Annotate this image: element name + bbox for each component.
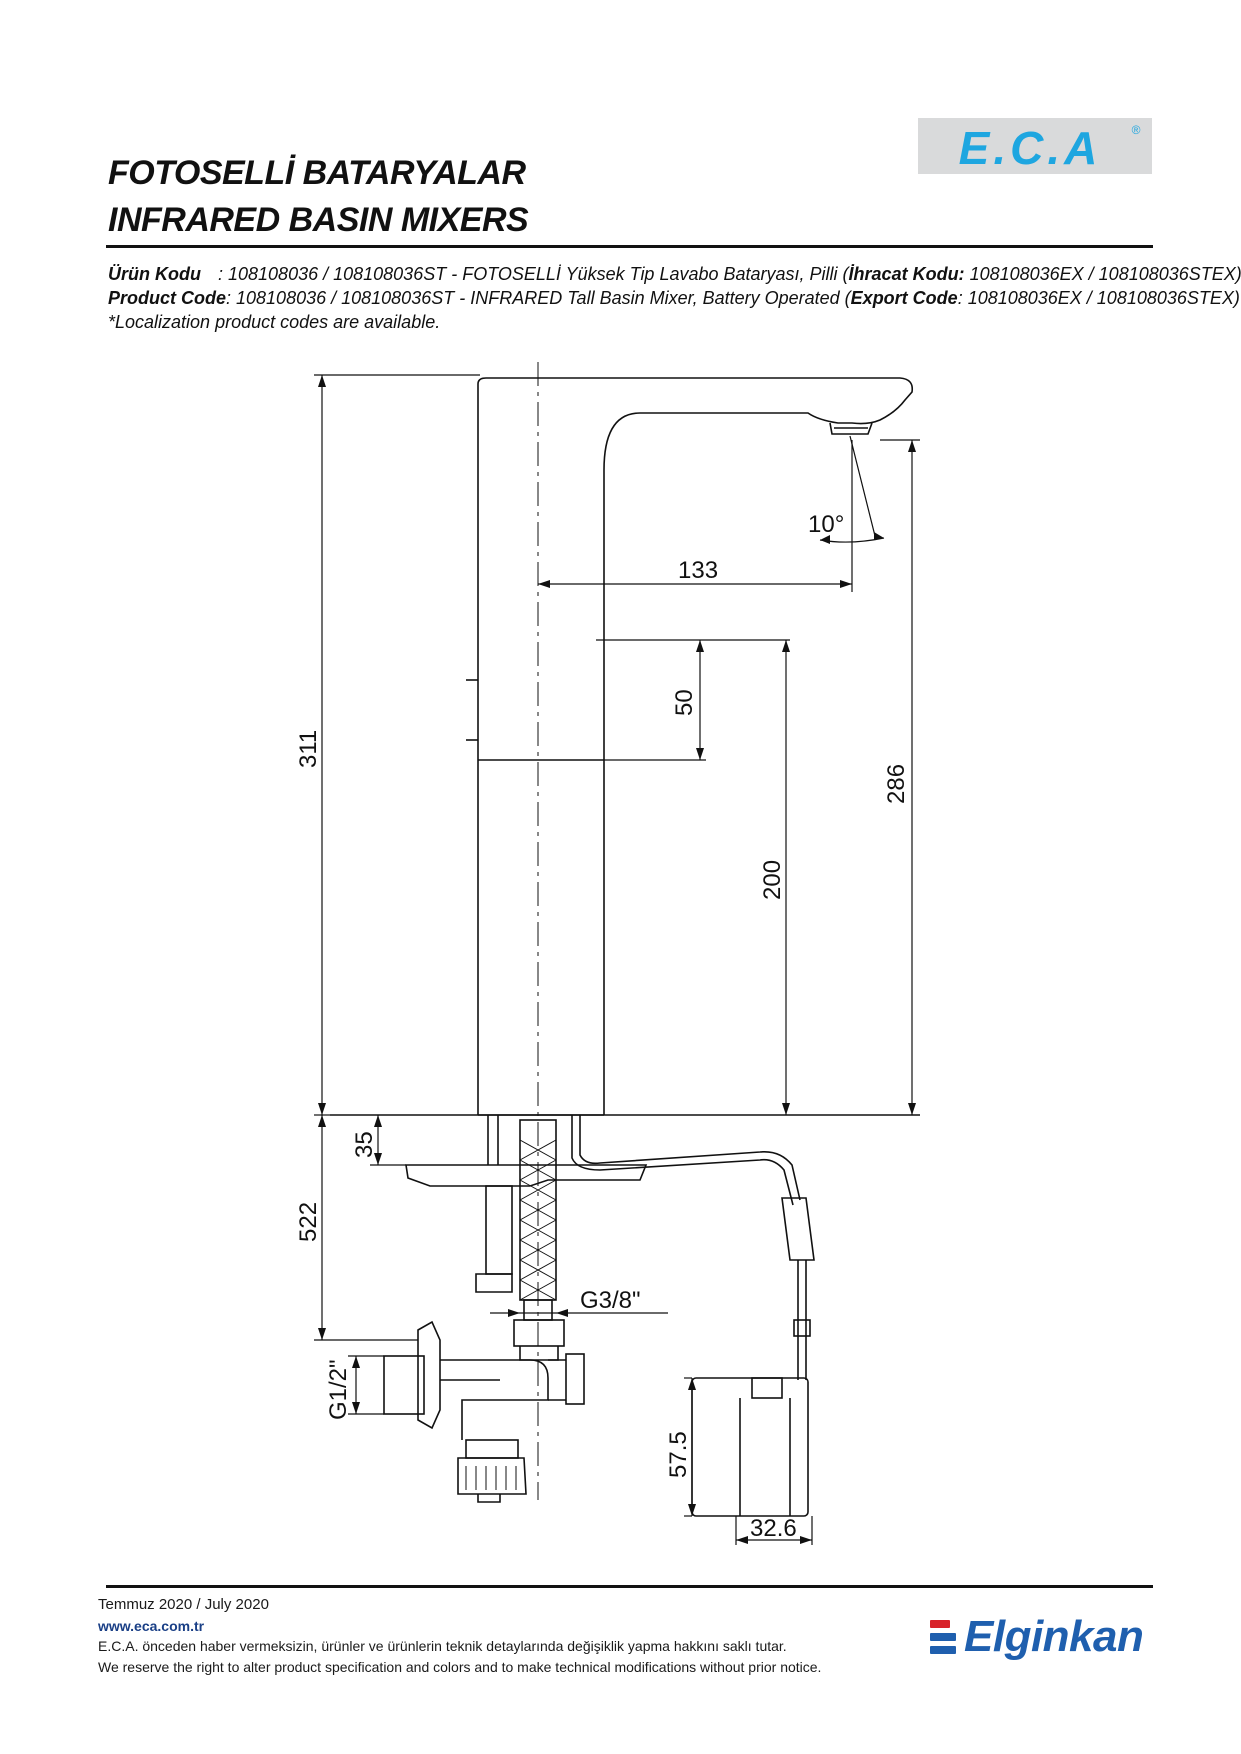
eca-logo-graphic: E.C.A ® xyxy=(959,122,1141,174)
export-code-text-en: : 108108036EX / 108108036STEX) xyxy=(957,288,1240,308)
product-code-text-en: : 108108036 / 108108036ST - INFRARED Tal… xyxy=(226,288,851,308)
dim-sensor-gap: 50 xyxy=(671,689,698,716)
dimension-arrows xyxy=(318,375,916,1544)
eca-logo-text: E.C.A xyxy=(959,122,1102,174)
angle-valve xyxy=(417,1320,441,1430)
title-turkish: FOTOSELLİ BATARYALAR xyxy=(108,154,526,192)
dim-spout-height: 286 xyxy=(883,764,910,804)
footer-divider xyxy=(106,1585,1153,1588)
elginkan-logo-text: Elginkan xyxy=(964,1612,1144,1661)
footer-notice-en: We reserve the right to alter product sp… xyxy=(98,1658,822,1675)
footer-date: Temmuz 2020 / July 2020 xyxy=(98,1596,269,1613)
export-code-label-en: Export Code xyxy=(850,288,958,308)
product-code-en: Product Code: 108108036 / 108108036ST - … xyxy=(108,286,1241,310)
product-code-label-en: Product Code xyxy=(108,288,227,308)
product-code-text-tr: : 108108036 / 108108036ST - FOTOSELLİ Yü… xyxy=(218,264,849,284)
export-code-text-tr: 108108036EX / 108108036STEX) xyxy=(964,264,1241,284)
aerator xyxy=(829,422,873,435)
faucet-body xyxy=(477,377,914,1115)
eca-logo: E.C.A ® xyxy=(918,118,1152,174)
dim-base-thickness: 35 xyxy=(351,1131,378,1158)
dim-inlet-thread: G3/8" xyxy=(580,1287,641,1314)
dim-angle: 10° xyxy=(808,511,844,538)
dim-reach: 133 xyxy=(678,557,718,584)
dim-below-counter: 522 xyxy=(295,1202,322,1242)
elginkan-logo: Elginkan xyxy=(930,1610,1144,1664)
export-code-label-tr: İhracat Kodu: xyxy=(848,264,965,284)
localization-note: *Localization product codes are availabl… xyxy=(108,312,441,332)
footer-url[interactable]: www.eca.com.tr xyxy=(98,1617,205,1634)
title-english: INFRARED BASIN MIXERS xyxy=(108,201,529,239)
dim-battery-height: 57.5 xyxy=(665,1431,692,1478)
elginkan-mark-icon xyxy=(930,1620,956,1654)
header-divider xyxy=(106,245,1153,248)
dim-battery-width: 32.6 xyxy=(750,1515,797,1542)
dim-valve-thread: G1/2" xyxy=(325,1359,352,1420)
dim-clearance: 200 xyxy=(759,860,786,900)
dim-total-height: 311 xyxy=(295,730,322,768)
footer: Temmuz 2020 / July 2020 www.eca.com.tr E… xyxy=(98,1595,821,1677)
registered-mark: ® xyxy=(1132,123,1141,137)
product-code-tr: Ürün Kodu : 108108036 / 108108036ST - FOT… xyxy=(108,262,1241,286)
product-codes: Ürün Kodu : 108108036 / 108108036ST - FOT… xyxy=(108,262,1241,334)
footer-notice-tr: E.C.A. önceden haber vermeksizin, ürünle… xyxy=(98,1638,787,1654)
product-code-label-tr: Ürün Kodu xyxy=(108,264,201,284)
